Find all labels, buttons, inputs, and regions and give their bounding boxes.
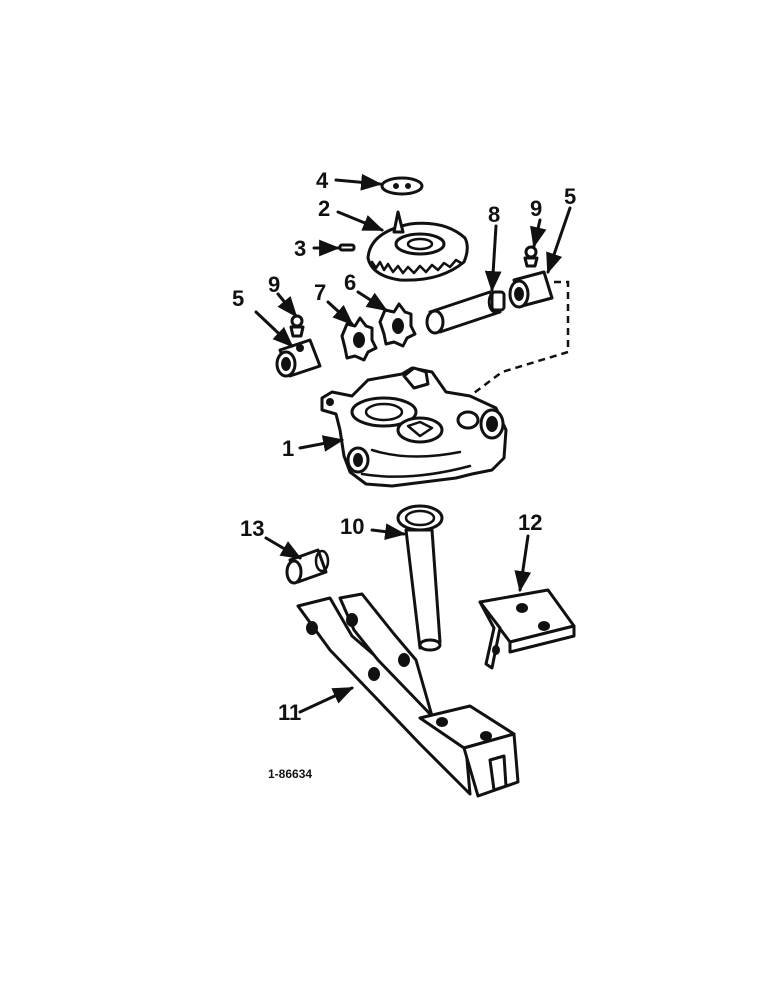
callout-9-left: 9 xyxy=(268,272,280,297)
part-5-bushing-right xyxy=(508,270,554,309)
figure-reference-code: 1-86634 xyxy=(268,767,312,781)
callout-11: 11 xyxy=(278,700,301,725)
part-7-pinion xyxy=(340,316,378,362)
callout-2: 2 xyxy=(318,196,330,221)
callout-3: 3 xyxy=(294,236,306,261)
part-2-bevel-gear xyxy=(366,210,469,282)
callout-1: 1 xyxy=(282,436,294,461)
callout-13: 13 xyxy=(240,516,264,541)
callout-8: 8 xyxy=(488,202,500,227)
callout-labels: 4 2 3 9 5 8 9 5 7 6 1 13 10 12 11 xyxy=(232,168,576,725)
part-12-bracket xyxy=(478,588,576,670)
part-9-grease-fitting-right xyxy=(523,245,539,268)
part-1-gearbox-housing xyxy=(320,366,508,488)
callout-7: 7 xyxy=(314,280,326,305)
callout-5-right: 5 xyxy=(564,184,576,209)
part-8-shaft xyxy=(425,290,506,335)
callout-9-right: 9 xyxy=(530,196,542,221)
part-6-pinion xyxy=(378,302,417,348)
part-5-bushing-left xyxy=(275,338,322,378)
callout-5-left: 5 xyxy=(232,286,244,311)
callout-4: 4 xyxy=(316,168,329,193)
part-9-grease-fitting-left xyxy=(289,314,305,338)
part-11-frame-channel xyxy=(296,592,520,798)
part-4-washer xyxy=(380,176,424,196)
callout-6: 6 xyxy=(344,270,356,295)
part-3-pin xyxy=(338,243,356,252)
leader-lines xyxy=(254,173,572,714)
callout-10: 10 xyxy=(340,514,364,539)
part-10-tube xyxy=(396,504,444,652)
dashed-alignment-line xyxy=(469,280,570,397)
callout-12: 12 xyxy=(518,510,542,535)
